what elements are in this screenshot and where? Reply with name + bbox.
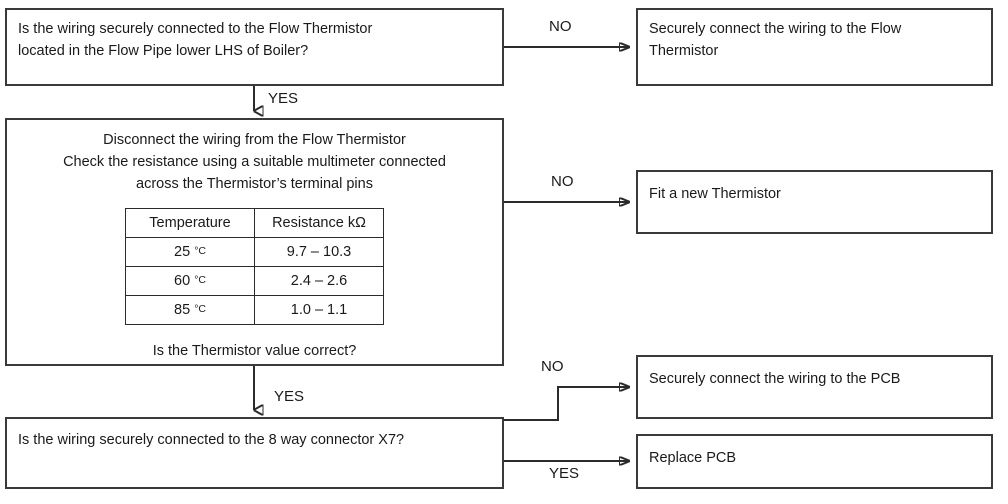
resistance-table: Temperature Resistance kΩ 25 °C 9.7 – 10… xyxy=(125,208,384,325)
table-cell-temperature: 85 °C xyxy=(125,295,255,325)
node-a1-text: Securely connect the wiring to the Flow … xyxy=(638,10,991,61)
table-cell-resistance: 2.4 – 2.6 xyxy=(254,266,384,296)
node-action-fit-new-thermistor: Fit a new Thermistor xyxy=(636,170,993,234)
edge-q3-no-to-a3 xyxy=(504,387,629,421)
edge-label-q2-no: NO xyxy=(551,173,574,190)
edge-label-q1-no: NO xyxy=(549,18,572,35)
node-a2-text: Fit a new Thermistor xyxy=(649,186,781,202)
degree-celsius-unit: °C xyxy=(194,245,206,257)
edge-label-q1-yes: YES xyxy=(268,90,299,107)
node-q1-line2: located in the Flow Pipe lower LHS of Bo… xyxy=(18,43,309,59)
node-question-connector-x7-wiring: Is the wiring securely connected to the … xyxy=(5,417,504,489)
node-process-check-resistance: Disconnect the wiring from the Flow Ther… xyxy=(5,118,504,366)
node-q2-line2: Check the resistance using a suitable mu… xyxy=(63,154,446,170)
node-q1-line1: Is the wiring securely connected to the … xyxy=(18,21,373,37)
node-action-replace-pcb: Replace PCB xyxy=(636,434,993,489)
temperature-value: 85 xyxy=(174,302,191,318)
table-header-row: Temperature Resistance kΩ xyxy=(125,208,384,238)
table-cell-temperature: 60 °C xyxy=(125,266,255,296)
table-row: 85 °C 1.0 – 1.1 xyxy=(125,295,384,325)
temperature-value: 60 xyxy=(174,273,191,289)
node-q2-tail-question: Is the Thermistor value correct? xyxy=(152,343,357,359)
node-a4-text: Replace PCB xyxy=(649,450,737,466)
degree-celsius-unit: °C xyxy=(194,274,206,286)
table-header-temperature: Temperature xyxy=(125,208,255,238)
node-question-flow-thermistor-wiring: Is the wiring securely connected to the … xyxy=(5,8,504,86)
table-cell-temperature: 25 °C xyxy=(125,237,255,267)
edge-label-q2-yes: YES xyxy=(274,388,305,405)
node-action-connect-wiring-flow-thermistor: Securely connect the wiring to the Flow … xyxy=(636,8,993,86)
node-q2-text: Disconnect the wiring from the Flow Ther… xyxy=(7,120,502,361)
degree-celsius-unit: °C xyxy=(194,303,206,315)
node-action-connect-wiring-pcb: Securely connect the wiring to the PCB xyxy=(636,355,993,419)
node-a1-line2: Thermistor xyxy=(649,43,719,59)
node-a1-line1: Securely connect the wiring to the Flow xyxy=(649,21,902,37)
table-header-resistance: Resistance kΩ xyxy=(254,208,384,238)
node-q1-text: Is the wiring securely connected to the … xyxy=(7,10,502,61)
node-a3-text: Securely connect the wiring to the PCB xyxy=(649,371,901,387)
temperature-value: 25 xyxy=(174,244,191,260)
table-row: 60 °C 2.4 – 2.6 xyxy=(125,266,384,296)
node-q2-line3: across the Thermistor’s terminal pins xyxy=(136,176,373,192)
table-cell-resistance: 1.0 – 1.1 xyxy=(254,295,384,325)
node-q3-text: Is the wiring securely connected to the … xyxy=(18,432,405,448)
table-row: 25 °C 9.7 – 10.3 xyxy=(125,237,384,267)
table-cell-resistance: 9.7 – 10.3 xyxy=(254,237,384,267)
edge-label-q3-yes: YES xyxy=(549,465,580,482)
node-q2-line1: Disconnect the wiring from the Flow Ther… xyxy=(103,132,406,148)
edge-label-q3-no: NO xyxy=(541,358,564,375)
